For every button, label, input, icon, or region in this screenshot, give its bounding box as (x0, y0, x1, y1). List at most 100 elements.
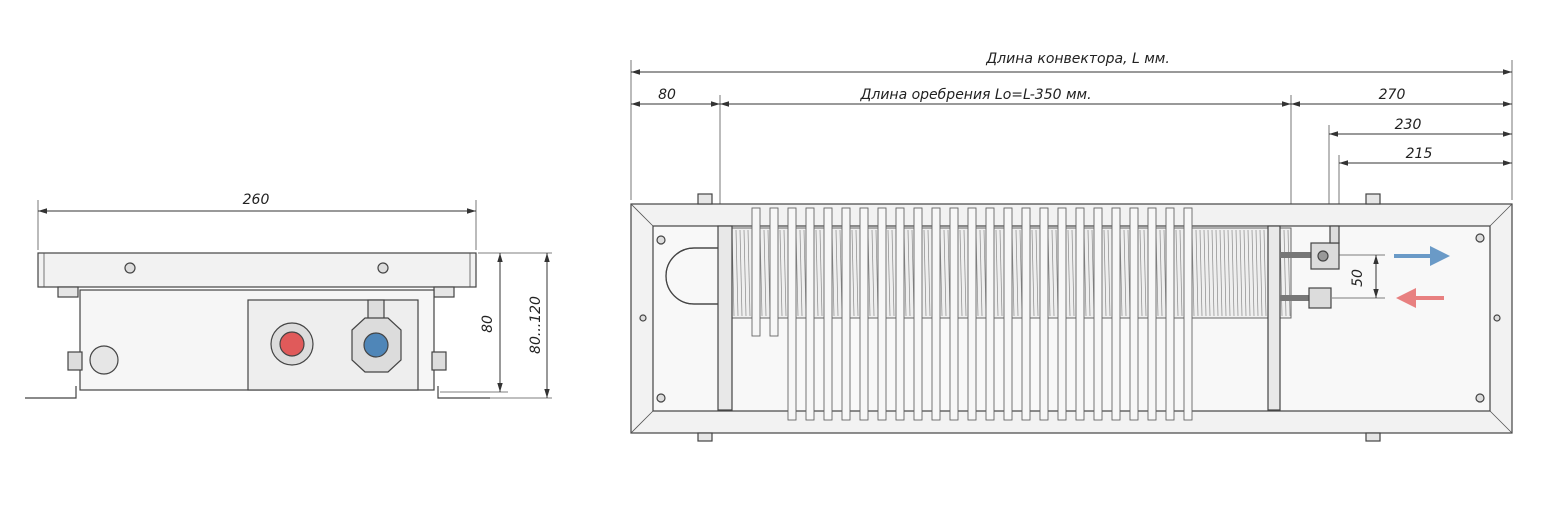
side-screw-right (377, 262, 389, 274)
grille-bar (841, 207, 851, 421)
top-fitting-lower (1308, 287, 1332, 309)
fin (743, 229, 747, 317)
grille-bar (913, 207, 923, 421)
fin (1255, 229, 1259, 317)
arrow-left-icon (1396, 288, 1444, 308)
arrow-right-icon (1394, 246, 1450, 266)
fin (735, 229, 739, 317)
side-top-flange (37, 252, 477, 288)
grille-bar (1165, 207, 1175, 421)
fin (1107, 229, 1111, 317)
grille-bar (1075, 207, 1085, 421)
grille-bar (805, 207, 815, 421)
fin (959, 229, 963, 317)
fin (1031, 229, 1035, 317)
fin (799, 229, 803, 317)
top-fin-length-label: Длина оребрения Lo=L-350 мм. (859, 87, 1091, 103)
top-corner-tl (630, 203, 654, 227)
top-right-end-plate (1267, 225, 1281, 411)
fin (835, 229, 839, 317)
fin (855, 229, 859, 317)
fin (943, 229, 947, 317)
fin (1287, 229, 1291, 317)
side-cold-pipe (363, 332, 389, 358)
top-tab-3 (697, 432, 713, 442)
top-215-label: 215 (1406, 146, 1433, 162)
grille-bar (1093, 207, 1103, 421)
fin (1251, 229, 1255, 317)
fin (1159, 229, 1163, 317)
fin (1071, 229, 1075, 317)
top-u-bend-inner (665, 247, 720, 305)
fin (891, 229, 895, 317)
fin (1143, 229, 1147, 317)
fin (747, 229, 751, 317)
grille-bar (1147, 207, 1157, 421)
grille-bar (967, 207, 977, 421)
fin (1087, 229, 1091, 317)
grille-bar (1129, 207, 1139, 421)
top-screw-br (1475, 393, 1485, 403)
top-left-offset-label: 80 (658, 87, 676, 103)
fin (927, 229, 931, 317)
fin (1207, 229, 1211, 317)
side-view: 260 80 80...120 (25, 192, 552, 399)
fin (923, 229, 927, 317)
fin (763, 229, 767, 317)
grille-bar (1039, 207, 1049, 421)
grille-bar (949, 207, 959, 421)
fin (1199, 229, 1203, 317)
top-tab-2 (1365, 193, 1381, 205)
fin (1179, 229, 1183, 317)
fin (1051, 229, 1055, 317)
side-screw-left (124, 262, 136, 274)
fin (1103, 229, 1107, 317)
top-valve-stem (1329, 225, 1340, 244)
fin (1235, 229, 1239, 317)
grille-bar (895, 207, 905, 421)
top-230-label: 230 (1395, 117, 1422, 133)
grille-bar (787, 207, 797, 421)
top-screw-tr (1475, 233, 1485, 243)
side-right-foot-nut (431, 351, 447, 371)
side-bracket-right (433, 286, 455, 298)
fin (1223, 229, 1227, 317)
side-bracket-left (57, 286, 79, 298)
top-corner-bl (630, 410, 654, 434)
fin (1239, 229, 1243, 317)
grille-bar (931, 207, 941, 421)
side-foot-left (25, 386, 77, 399)
top-screw-bl (656, 393, 666, 403)
grille-bar (1003, 207, 1013, 421)
fin (1203, 229, 1207, 317)
side-left-foot-nut (67, 351, 83, 371)
side-foot-right (437, 386, 490, 399)
fin (1035, 229, 1039, 317)
fin (1227, 229, 1231, 317)
top-tab-4 (1365, 432, 1381, 442)
top-screw-left-edge (639, 314, 647, 322)
fin (819, 229, 823, 317)
top-valve-upper-center (1317, 250, 1329, 262)
top-grille-bars (751, 207, 1193, 421)
fin (851, 229, 855, 317)
grille-bar (1057, 207, 1067, 421)
side-height-label: 80 (480, 315, 496, 333)
top-screw-right-edge (1493, 314, 1501, 322)
grille-bar (859, 207, 869, 421)
fin (1259, 229, 1263, 317)
fin (887, 229, 891, 317)
fin (871, 229, 875, 317)
side-hot-pipe (279, 331, 305, 357)
side-width-label: 260 (243, 192, 270, 208)
grille-bar (1111, 207, 1121, 421)
grille-bar (985, 207, 995, 421)
fin (1067, 229, 1071, 317)
fin (1219, 229, 1223, 317)
fin (1231, 229, 1235, 317)
fin (1243, 229, 1247, 317)
fin (1015, 229, 1019, 317)
fin (815, 229, 819, 317)
